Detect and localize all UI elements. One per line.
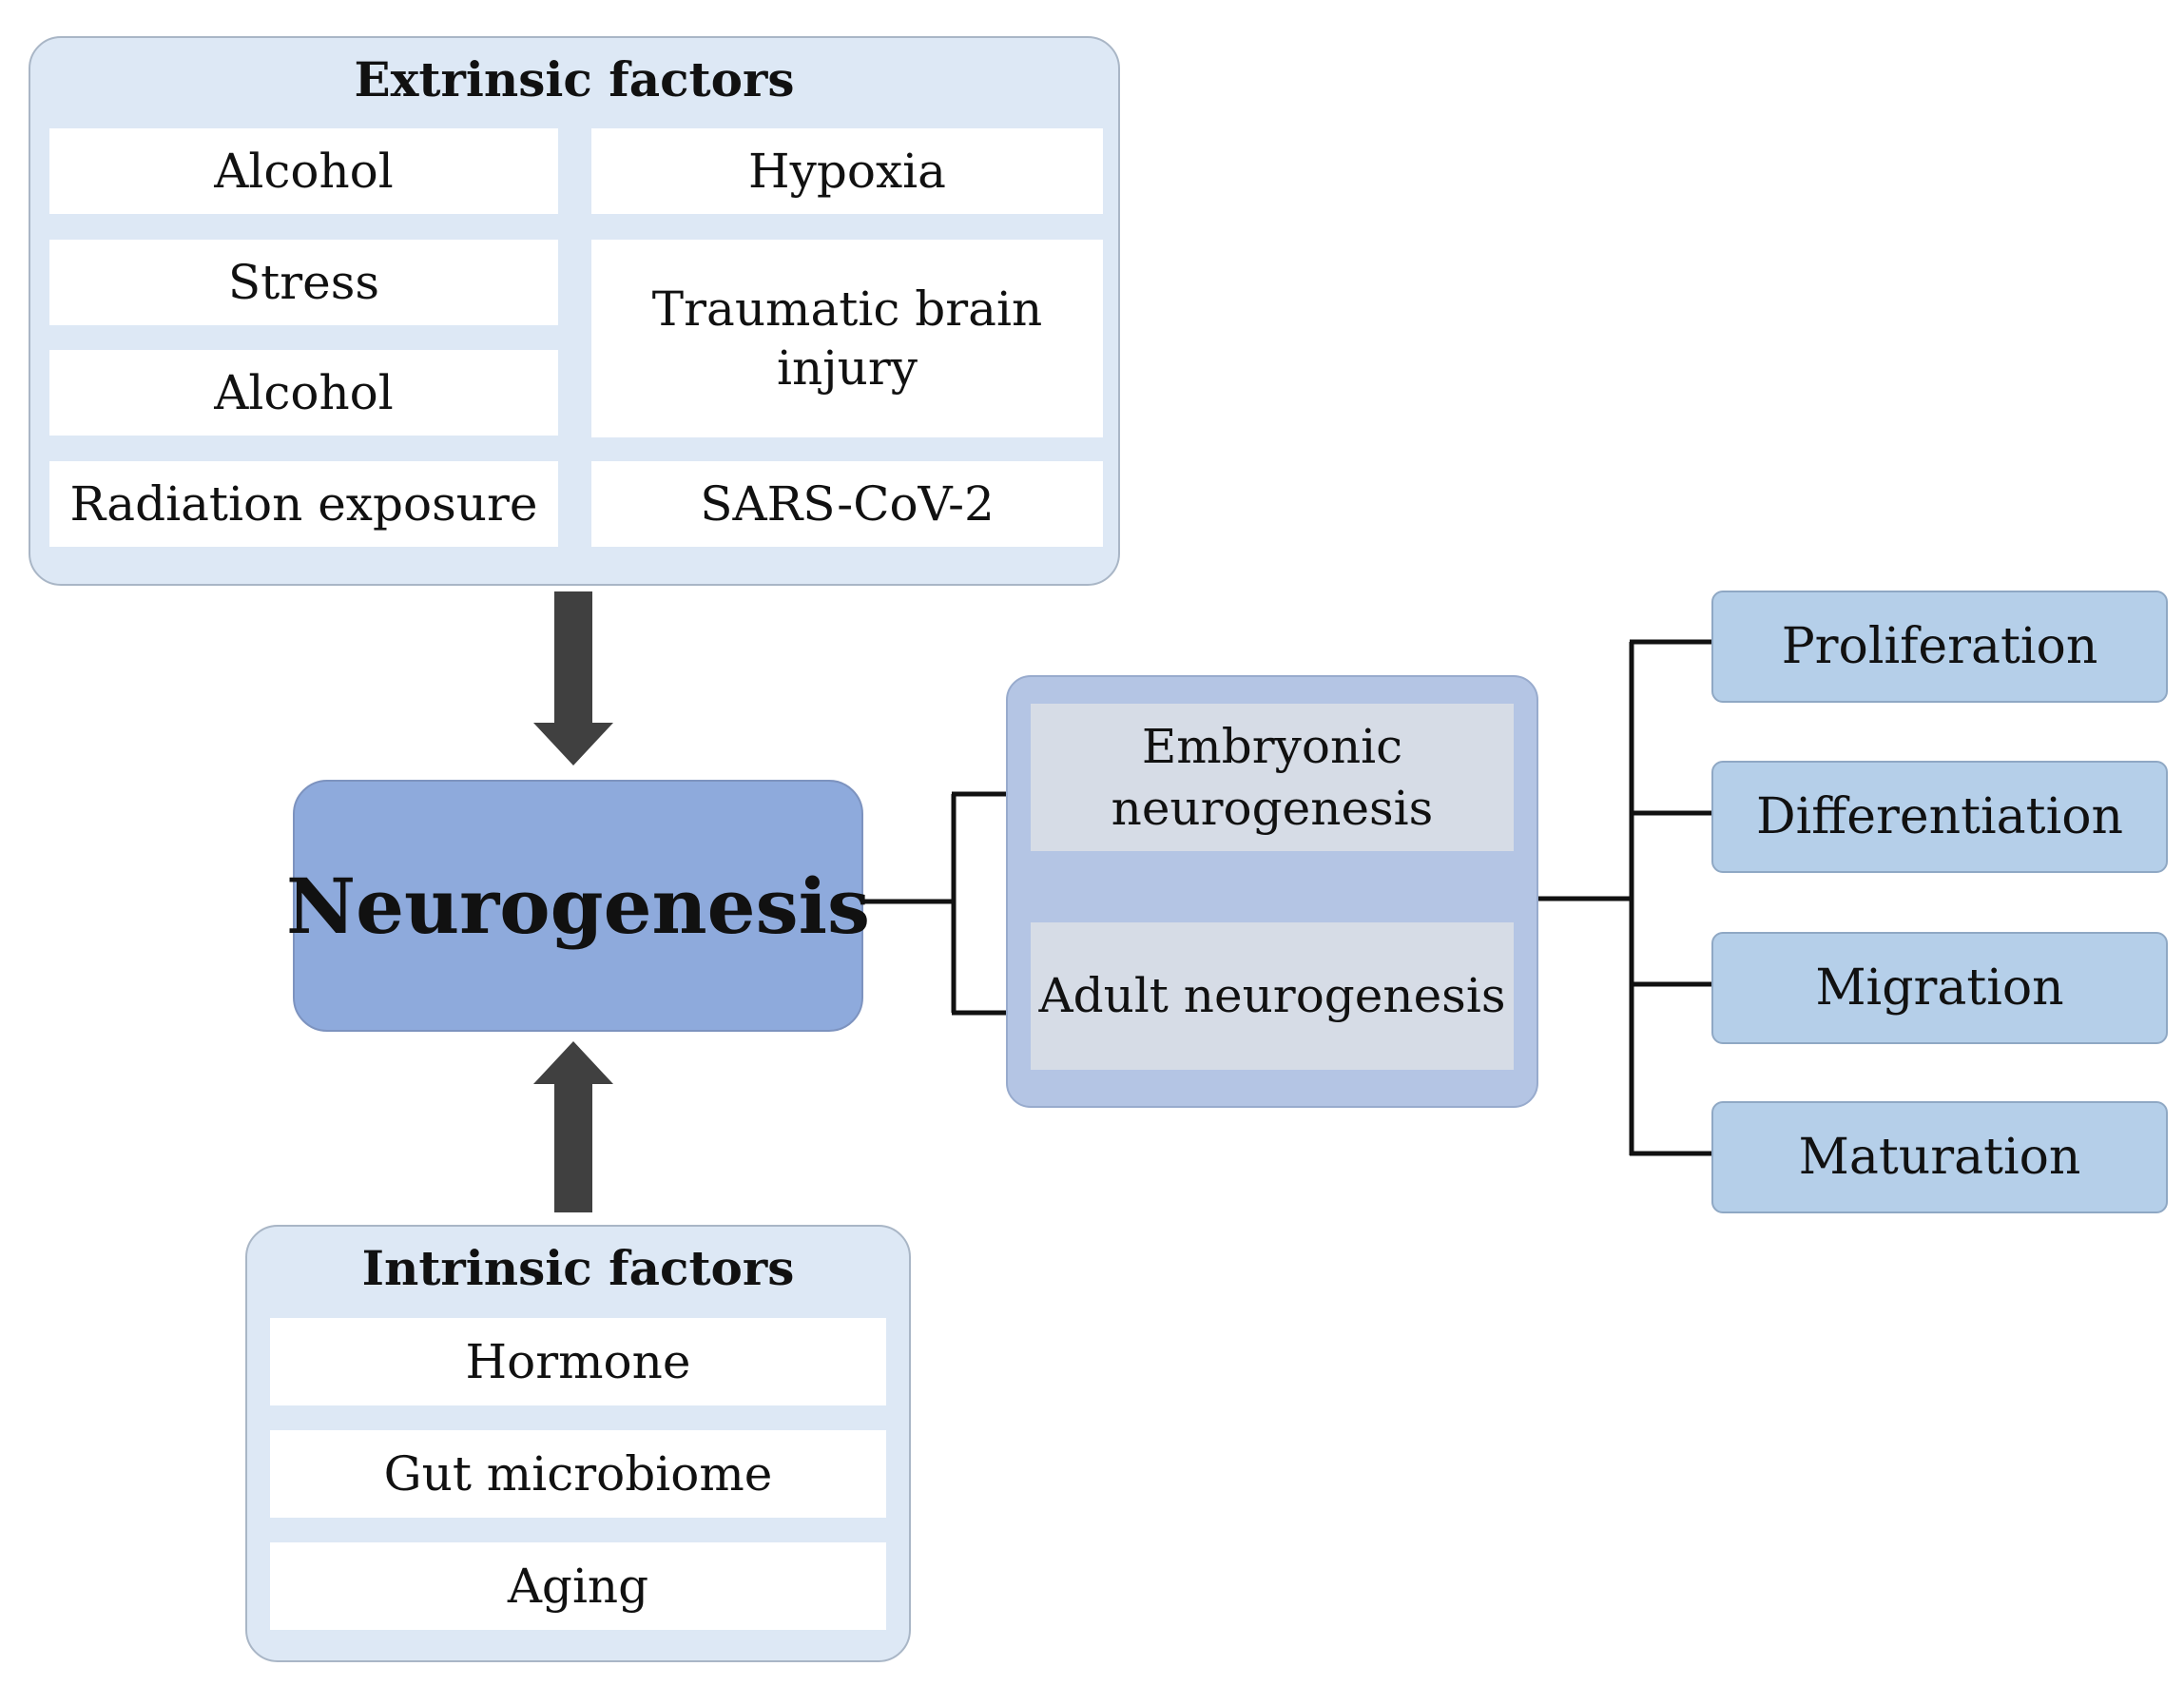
up-arrow xyxy=(533,1041,613,1212)
intrinsic-item-hormone: Hormone xyxy=(270,1318,886,1405)
extrinsic-item-stress: Stress xyxy=(49,240,558,325)
stages-bracket xyxy=(1538,639,1711,1156)
intrinsic-item-gut-microbiome: Gut microbiome xyxy=(270,1430,886,1518)
intrinsic-item-aging: Aging xyxy=(270,1542,886,1630)
neurogenesis-box: Neurogenesis xyxy=(286,780,870,1032)
stage-migration: Migration xyxy=(1711,932,2168,1044)
extrinsic-item-alcohol-2: Alcohol xyxy=(49,350,558,436)
neurogenesis-types-box: Embryonic neurogenesis Adult neurogenesi… xyxy=(1006,675,1538,1108)
intrinsic-factors-panel: Intrinsic factors Hormone Gut microbiome… xyxy=(245,1225,911,1662)
extrinsic-factors-panel: Extrinsic factors Alcohol Hypoxia Stress… xyxy=(29,36,1120,586)
extrinsic-item-alcohol: Alcohol xyxy=(49,128,558,214)
stage-differentiation: Differentiation xyxy=(1711,761,2168,873)
extrinsic-item-hypoxia: Hypoxia xyxy=(591,128,1103,214)
embryonic-neurogenesis: Embryonic neurogenesis xyxy=(1031,704,1514,851)
types-bracket xyxy=(863,791,1029,1016)
stage-proliferation: Proliferation xyxy=(1711,591,2168,703)
extrinsic-item-radiation-exposure: Radiation exposure xyxy=(49,461,558,547)
adult-neurogenesis: Adult neurogenesis xyxy=(1031,922,1514,1070)
extrinsic-item-sars-cov-2: SARS-CoV-2 xyxy=(591,461,1103,547)
intrinsic-factors-title: Intrinsic factors xyxy=(361,1240,795,1296)
extrinsic-factors-title: Extrinsic factors xyxy=(354,51,795,107)
down-arrow xyxy=(533,591,613,765)
extrinsic-item-traumatic-brain-injury: Traumatic brain injury xyxy=(591,240,1103,437)
stage-maturation: Maturation xyxy=(1711,1101,2168,1213)
